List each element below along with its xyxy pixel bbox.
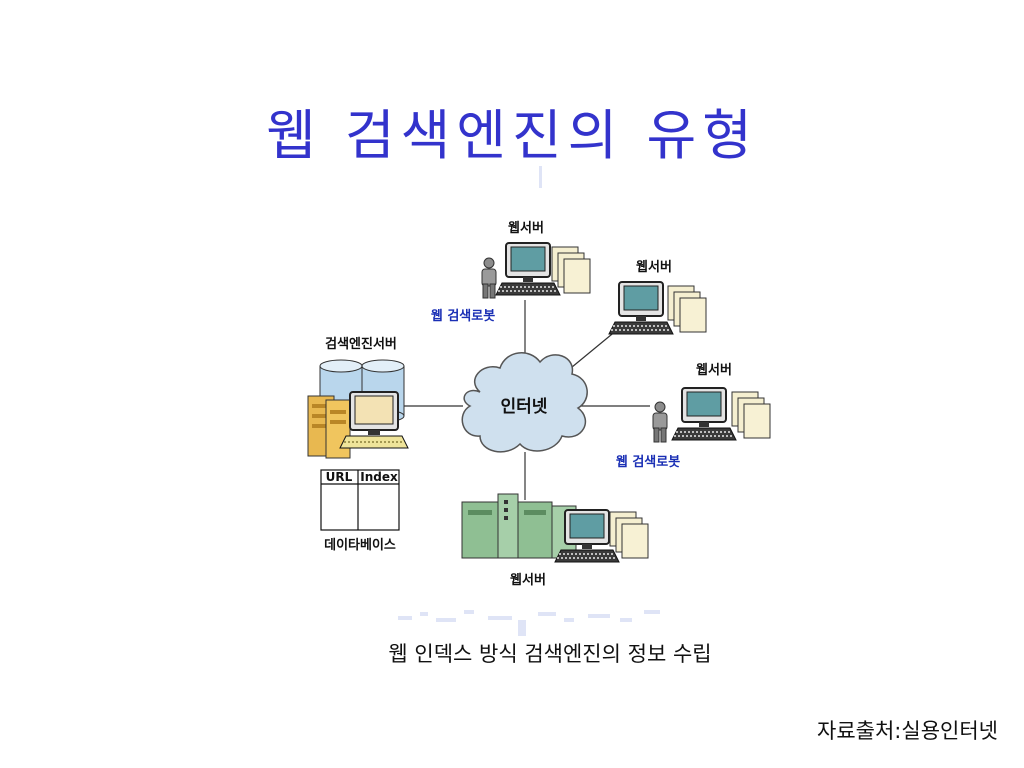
search-engine-server: 검색엔진서버 (307, 336, 409, 459)
documents-icon (609, 511, 649, 559)
documents-icon (667, 285, 707, 333)
internet-label: 인터넷 (501, 397, 548, 417)
caption-decoration (398, 610, 660, 636)
web-server-right: 웹서버 웹 검색로봇 (616, 362, 771, 470)
computer-icon (495, 242, 561, 296)
title-decoration (539, 166, 542, 188)
robot-top-label: 웹 검색로봇 (431, 309, 495, 324)
page-title: 웹 검색엔진의 유형 (266, 104, 758, 167)
source-credit: 자료출처:실용인터넷 (817, 719, 998, 743)
diagram-caption: 웹 인덱스 방식 검색엔진의 정보 수립 (388, 642, 712, 666)
computer-icon (671, 387, 737, 441)
search-engine-server-label: 검색엔진서버 (325, 336, 397, 352)
computer-icon (554, 509, 620, 563)
table-header-index: Index (360, 470, 398, 484)
server-tower-icon (307, 395, 351, 459)
documents-icon (731, 391, 771, 439)
network-links (403, 300, 650, 500)
web-server-upper-right: 웹서버 (608, 259, 707, 335)
database-label: 데이타베이스 (324, 537, 396, 553)
documents-icon (551, 246, 591, 294)
person-icon (652, 401, 668, 443)
computer-icon (339, 391, 409, 449)
web-server-bottom-label: 웹서버 (510, 572, 546, 588)
web-server-bottom: 웹서버 (461, 493, 649, 588)
web-server-top-label: 웹서버 (508, 220, 544, 236)
table-header-url: URL (326, 470, 353, 484)
web-server-right-label: 웹서버 (696, 362, 732, 378)
web-server-upper-right-label: 웹서버 (636, 259, 672, 275)
robot-right-label: 웹 검색로봇 (616, 455, 680, 470)
person-icon (481, 257, 497, 299)
mainframe-icon (461, 493, 577, 559)
computer-icon (608, 281, 674, 335)
internet-cloud: 인터넷 (461, 352, 588, 453)
database-table: URL Index 데이타베이스 (320, 469, 400, 553)
web-server-top: 웹서버 웹 검색로봇 (431, 220, 591, 324)
